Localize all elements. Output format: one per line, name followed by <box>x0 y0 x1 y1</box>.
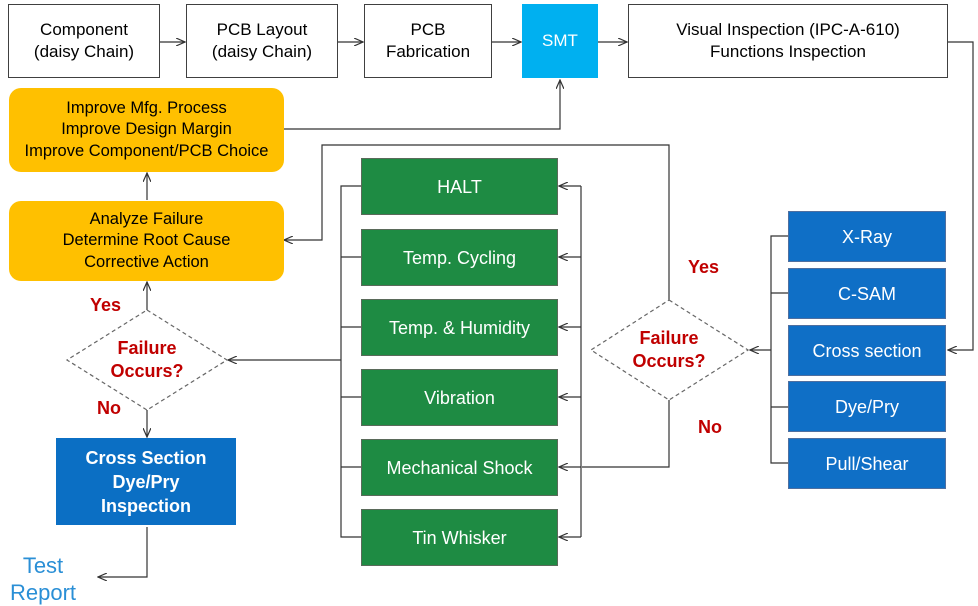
test-halt: HALT <box>361 158 558 215</box>
decision-left-text: Failure Occurs? <box>110 338 184 381</box>
decision-left-yes: Yes <box>90 295 122 315</box>
decision-diamond-left <box>65 309 229 411</box>
test-report-label: Test Report <box>9 553 77 605</box>
method-c-sam: C-SAM <box>788 268 946 319</box>
decision-right-yes: Yes <box>688 257 720 277</box>
decision-right-text: Failure Occurs? <box>632 328 706 371</box>
test-temp-humidity: Temp. & Humidity <box>361 299 558 356</box>
test-temp-cycling: Temp. Cycling <box>361 229 558 286</box>
test-tin-whisker: Tin Whisker <box>361 509 558 566</box>
smt-box: SMT <box>522 4 598 78</box>
visual-inspection-box: Visual Inspection (IPC-A-610) Functions … <box>628 4 948 78</box>
component-box: Component (daisy Chain) <box>8 4 160 78</box>
decision-diamond-right <box>589 299 750 401</box>
final-inspection-box: Cross Section Dye/Pry Inspection <box>56 438 236 525</box>
analyze-failure-box: Analyze Failure Determine Root Cause Cor… <box>9 201 284 281</box>
decision-right-no: No <box>698 417 722 437</box>
test-mechanical-shock: Mechanical Shock <box>361 439 558 496</box>
pcb-layout-box: PCB Layout (daisy Chain) <box>186 4 338 78</box>
method-pull-shear: Pull/Shear <box>788 438 946 489</box>
decision-left-no: No <box>97 398 121 418</box>
method-cross-section: Cross section <box>788 325 946 376</box>
method-x-ray: X-Ray <box>788 211 946 262</box>
improve-box: Improve Mfg. Process Improve Design Marg… <box>9 88 284 172</box>
test-vibration: Vibration <box>361 369 558 426</box>
pcb-fabrication-box: PCB Fabrication <box>364 4 492 78</box>
method-dye-pry: Dye/Pry <box>788 381 946 432</box>
